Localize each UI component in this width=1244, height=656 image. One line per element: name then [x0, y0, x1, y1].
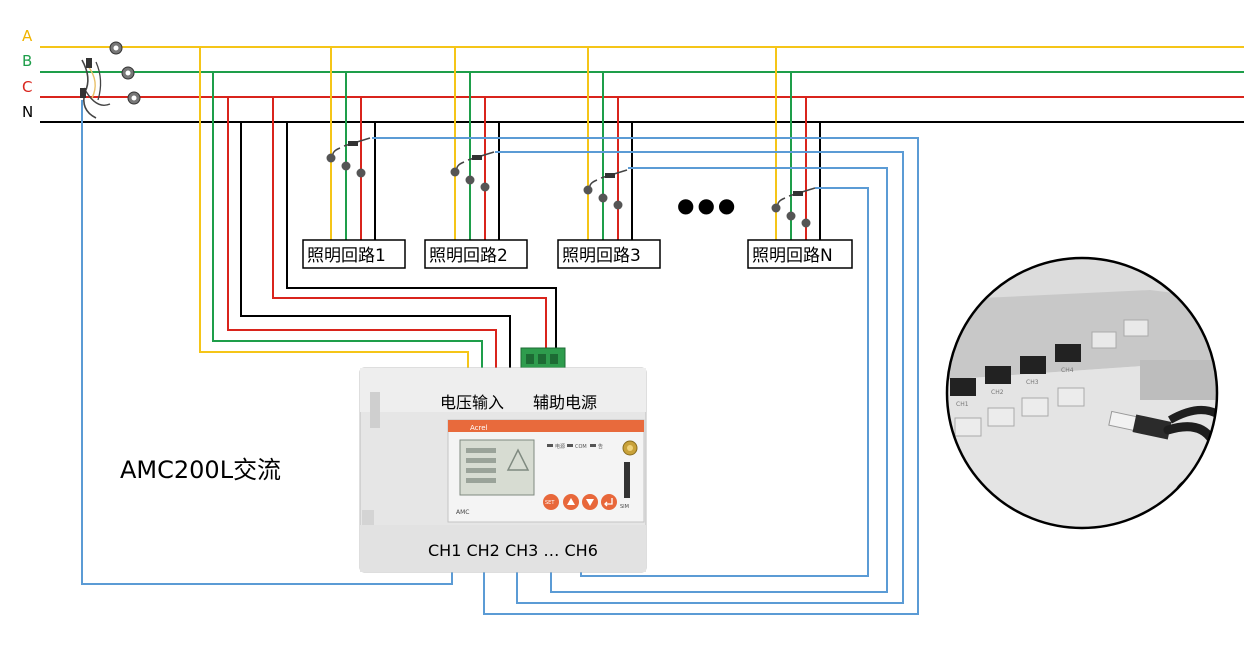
circuit-box-2	[424, 239, 528, 269]
inset-port-label-1: CH1	[956, 401, 969, 408]
branch-n	[775, 47, 821, 240]
bus-lines	[40, 46, 1244, 123]
inset-port-labels: CH1 CH2 CH3 CH4	[956, 367, 1074, 408]
branch-ct-n	[771, 187, 816, 228]
signal-wires	[372, 137, 919, 615]
bus-label-n: N	[22, 103, 33, 121]
inset-port-label-4: CH4	[1061, 367, 1074, 374]
circuit-box-n	[747, 239, 853, 269]
panel-buttons: SET	[543, 494, 617, 510]
branch-ct-1	[326, 137, 371, 178]
branch-ct-3	[583, 169, 628, 210]
branch-ct-2	[450, 151, 495, 192]
inset-ports	[950, 319, 1149, 437]
inset-photo: CH1 CH2 CH3 CH4	[947, 258, 1217, 528]
signal-wire-main	[81, 100, 453, 585]
bus-label-a: A	[22, 27, 33, 45]
circuit-label-1: 照明回路1	[307, 246, 386, 266]
sim-label: SIM	[620, 504, 629, 510]
circuit-labels: 照明回路1 照明回路2 照明回路3 照明回路N	[302, 239, 853, 269]
bus-label-b: B	[22, 52, 32, 70]
panel-brand: Acrel	[470, 424, 488, 432]
inset-border	[945, 256, 1219, 530]
ellipsis-dots: ●●●	[677, 193, 738, 217]
circuit-box-3	[557, 239, 661, 269]
led-com-label: COM	[575, 444, 587, 450]
led-power-label: 电源	[555, 443, 565, 450]
branch-2	[454, 47, 500, 240]
branch-3	[587, 47, 633, 240]
led-alarm-label: 告	[598, 443, 603, 450]
panel-leds: 电源 COM 告	[547, 443, 603, 450]
circuit-label-2: 照明回路2	[429, 246, 508, 266]
channels-label: CH1 CH2 CH3 … CH6	[428, 541, 598, 560]
bus-labels: A B C N	[22, 27, 33, 121]
device-model-label: AMC200L交流	[120, 456, 281, 484]
voltage-input-label: 电压输入	[440, 393, 504, 412]
set-button[interactable]	[543, 494, 559, 510]
device-labels: 电压输入 辅助电源 CH1 CH2 CH3 … CH6	[428, 393, 598, 560]
enter-button[interactable]	[601, 494, 617, 510]
bus-label-c: C	[22, 78, 32, 96]
amc-device: Acrel 电源 COM 告 SIM SET	[359, 347, 647, 573]
aux-power-label: 辅助电源	[533, 393, 597, 412]
panel-model: AMC	[456, 509, 469, 516]
sim-slot	[624, 462, 630, 498]
inset-port-label-3: CH3	[1026, 379, 1039, 386]
circuit-label-3: 照明回路3	[562, 246, 641, 266]
device-feed-wires	[199, 47, 557, 368]
circuit-label-n: 照明回路N	[752, 246, 833, 266]
circuit-box-1	[302, 239, 406, 269]
set-button-label: SET	[545, 500, 555, 506]
inset-port-label-2: CH2	[991, 389, 1004, 396]
main-ct-group	[80, 41, 141, 119]
